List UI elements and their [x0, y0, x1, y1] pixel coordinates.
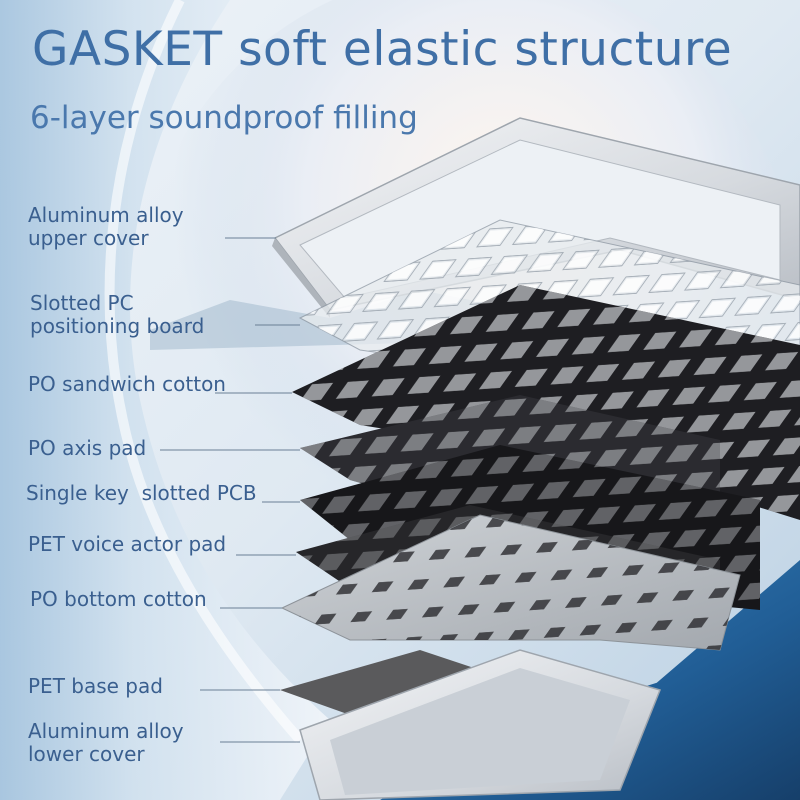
- layer-po-bottom-cotton: [280, 514, 741, 651]
- label-pc-positioning-board: Slotted PC positioning board: [30, 292, 204, 338]
- leader-lines: [160, 237, 300, 743]
- wave-swirl: [0, 0, 330, 800]
- label-pet-voice-pad: PET voice actor pad: [28, 533, 226, 556]
- label-line-1: PET voice actor pad: [28, 532, 227, 556]
- label-line-1: PO bottom cotton: [30, 587, 207, 611]
- label-line-2: positioning board: [30, 314, 205, 338]
- label-line-1: PO axis pad: [28, 436, 147, 460]
- label-line-1: Aluminum alloy: [28, 203, 184, 227]
- label-pet-base-pad: PET base pad: [28, 675, 163, 698]
- label-line-1: PO sandwich cotton: [28, 372, 226, 396]
- label-po-bottom-cotton: PO bottom cotton: [30, 588, 207, 611]
- label-po-sandwich-cotton: PO sandwich cotton: [28, 373, 226, 396]
- label-slotted-pcb: Single key slotted PCB: [26, 482, 257, 505]
- layer-aluminum-lower-cover: [299, 649, 662, 800]
- page-title: GASKET soft elastic structure: [32, 22, 733, 77]
- label-po-axis-pad: PO axis pad: [28, 437, 146, 460]
- sea-water: [380, 560, 800, 800]
- label-line-1: Slotted PC: [30, 291, 134, 315]
- label-aluminum-lower-cover: Aluminum alloy lower cover: [28, 720, 184, 766]
- page-subtitle: 6-layer soundproof filling: [30, 100, 418, 136]
- label-aluminum-upper-cover: Aluminum alloy upper cover: [28, 204, 184, 250]
- label-line-1: Single key slotted PCB: [26, 481, 257, 505]
- label-line-2: lower cover: [28, 742, 145, 766]
- label-line-1: Aluminum alloy: [28, 719, 184, 743]
- label-line-1: PET base pad: [28, 674, 163, 698]
- wave-swirl-shadow: [104, 0, 304, 744]
- label-line-2: upper cover: [28, 226, 149, 250]
